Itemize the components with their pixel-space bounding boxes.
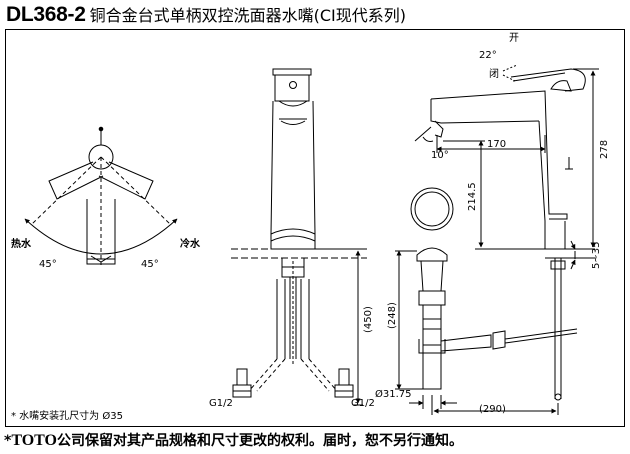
dim-278: 278 [599,140,610,159]
drain-top-view [410,187,454,231]
angle-22: 22° [479,50,497,61]
dim-214-5: 214.5 [467,182,478,211]
dim-290: (290) [479,404,506,415]
model-number: DL368-2 [6,3,86,26]
front-view-body [270,100,316,235]
dim-450: (450) [363,306,374,333]
footer-note: *TOTO公司保留对其产品规格和尺寸更改的权利。届时，恕不另行通知。 [4,430,463,450]
dim-248: (248) [387,302,398,329]
label-angle-right: 45° [141,259,159,270]
dim-170: 170 [487,139,506,150]
side-view [395,64,599,415]
product-name: 铜合金台式单柄双控洗面器水嘴(CI现代系列) [89,6,406,25]
dim-5-35: 5~35 [591,242,602,269]
front-view-handle [272,68,312,76]
thread-left: G1/2 [209,398,233,409]
drain-body [416,247,448,262]
label-hot: 热水 [11,237,32,250]
technical-drawing: 热水 冷水 45° 45° [11,33,610,422]
hole-note: * 水嘴安装孔尺寸为 Ø35 [11,409,123,422]
thread-right: G1/2 [351,398,375,409]
label-close: 闭 [489,67,499,80]
side-view-spout [430,90,568,220]
dim-31-75: Ø31.75 [375,388,412,400]
angle-10: 10° [431,150,449,161]
title-bar: DL368-2 铜合金台式单柄双控洗面器水嘴(CI现代系列) [6,2,406,28]
drawing-frame [5,29,625,427]
top-view-lever-cold [98,161,154,200]
top-view [24,126,178,265]
side-view-handle [510,68,586,92]
front-view [231,68,367,406]
label-cold: 冷水 [180,237,201,250]
label-open: 开 [509,33,519,44]
footer-text: 公司保留对其产品规格和尺寸更改的权利。届时，恕不另行通知。 [56,433,463,449]
footer-brand: TOTO [11,432,57,449]
angle-arc [24,218,178,255]
top-view-lever-hot [48,161,104,200]
label-angle-left: 45° [39,259,57,270]
footer-asterisk: * [4,433,12,449]
